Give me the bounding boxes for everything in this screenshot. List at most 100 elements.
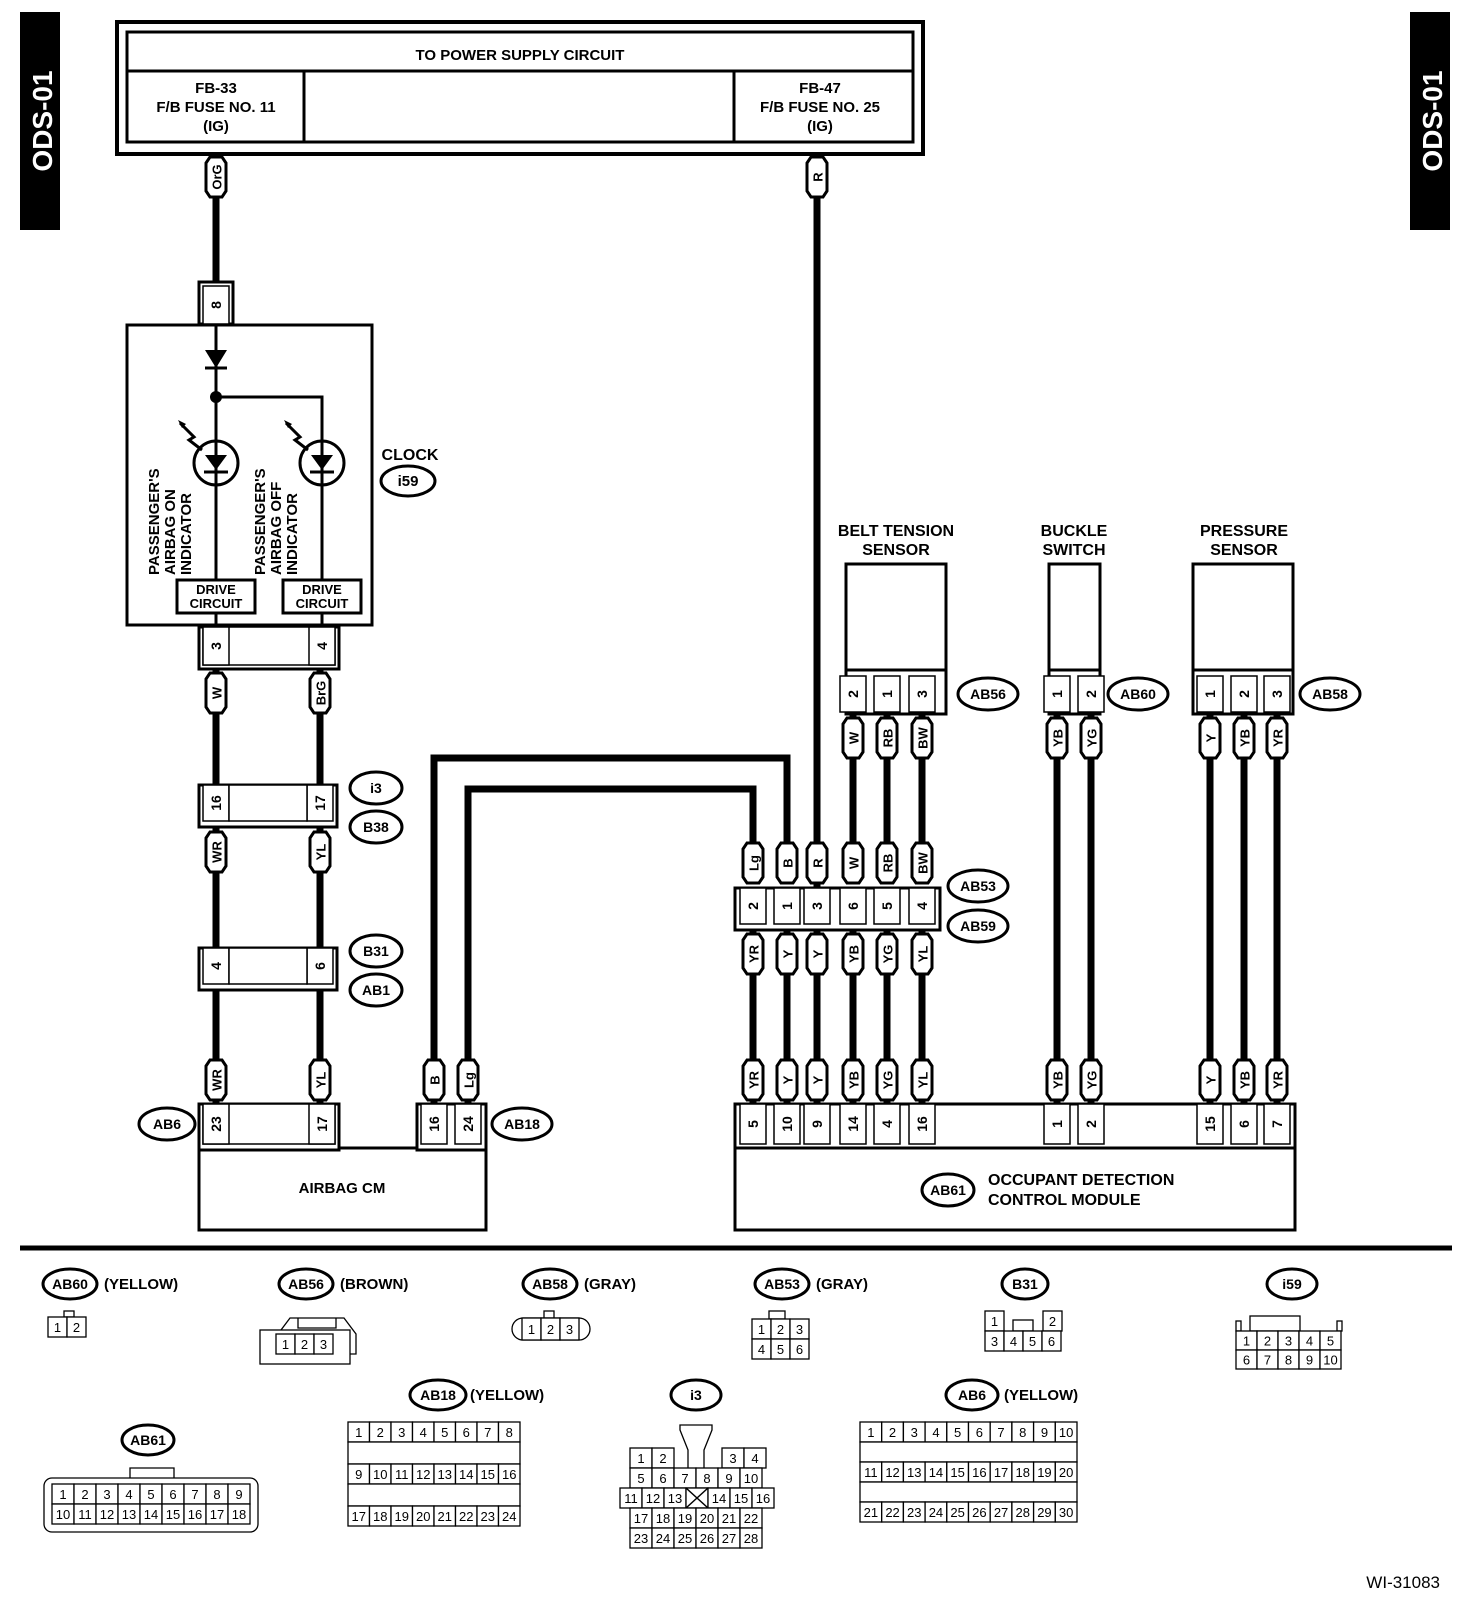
wire-color-label: OrG bbox=[204, 155, 228, 199]
wire-color-text: Y bbox=[1204, 1075, 1219, 1084]
wire-color-label: YR bbox=[1265, 1058, 1289, 1102]
cavity-number: 26 bbox=[972, 1505, 986, 1520]
wire-color-label: YR bbox=[741, 1058, 765, 1102]
cavity-number: 5 bbox=[637, 1471, 644, 1486]
indicator-off-label: AIRBAG OFF bbox=[268, 482, 285, 575]
cavity-number: 1 bbox=[991, 1314, 998, 1329]
wire-color-label: YB bbox=[1045, 716, 1069, 760]
wire-color-text: YB bbox=[847, 945, 862, 963]
cavity-number: 5 bbox=[1029, 1334, 1036, 1349]
cavity-number: 15 bbox=[950, 1465, 964, 1480]
cavity-number: 1 bbox=[59, 1487, 66, 1502]
cavity-number: 18 bbox=[232, 1507, 246, 1522]
pin-label: 1 bbox=[1049, 690, 1065, 698]
sensor-name: SENSOR bbox=[862, 542, 930, 559]
wire-color-label: R bbox=[805, 841, 829, 885]
cavity-number: 4 bbox=[125, 1487, 132, 1502]
cavity-number: 1 bbox=[758, 1322, 765, 1337]
connector-tag-label: i3 bbox=[370, 780, 382, 796]
wire-color-text: WR bbox=[210, 1069, 225, 1091]
connector-cavity bbox=[1041, 1330, 1062, 1352]
wire-color-label: Y bbox=[1198, 716, 1222, 760]
wire-color-text: Lg bbox=[747, 855, 762, 871]
connector-cavity bbox=[789, 1338, 810, 1360]
connector-view-tag bbox=[1000, 1267, 1050, 1301]
pin-label: 24 bbox=[460, 1116, 476, 1132]
pin-label: 8 bbox=[208, 301, 224, 309]
pin-label: 6 bbox=[312, 962, 328, 970]
connector-view-id: i3 bbox=[690, 1387, 702, 1403]
wire-color-label: BW bbox=[910, 716, 934, 760]
cavity-number: 3 bbox=[398, 1425, 405, 1440]
connector-cavity bbox=[559, 1317, 580, 1341]
wire-color-label: WR bbox=[204, 1058, 228, 1102]
connector-pin bbox=[306, 947, 334, 985]
cavity-number: 8 bbox=[506, 1425, 513, 1440]
cavity-number: 1 bbox=[637, 1451, 644, 1466]
connector-pin bbox=[839, 887, 867, 925]
cavity-number: 2 bbox=[301, 1337, 308, 1352]
airbag-cm-label: AIRBAG CM bbox=[299, 1180, 386, 1197]
connector-pin bbox=[739, 1103, 767, 1145]
cavity-number: 4 bbox=[1306, 1334, 1313, 1349]
connector-pin bbox=[202, 947, 230, 985]
cavity-number: 23 bbox=[634, 1531, 648, 1546]
cavity-number: 1 bbox=[282, 1337, 289, 1352]
wire-color-label: RB bbox=[875, 841, 899, 885]
wire-color-label: W bbox=[204, 671, 228, 715]
pin-label: 2 bbox=[1083, 690, 1099, 698]
wire-color-text: RB bbox=[881, 854, 896, 873]
odcm-label: CONTROL MODULE bbox=[988, 1192, 1141, 1209]
connector-tag bbox=[946, 908, 1010, 944]
cavity-number: 7 bbox=[681, 1471, 688, 1486]
wire-color-label: Lg bbox=[741, 841, 765, 885]
drive-circuit-label: DRIVE bbox=[302, 582, 342, 597]
cavity-number: 22 bbox=[885, 1505, 899, 1520]
connector-tag bbox=[956, 676, 1020, 712]
pin-label: 4 bbox=[314, 642, 330, 650]
pin-label: 2 bbox=[1083, 1120, 1099, 1128]
cavity-number: 11 bbox=[624, 1491, 638, 1506]
wire-color-label: YB bbox=[841, 1058, 865, 1102]
cavity-number: 2 bbox=[377, 1425, 384, 1440]
pin-label: 4 bbox=[208, 962, 224, 970]
pin-label: 5 bbox=[745, 1120, 761, 1128]
connector-view-id: AB56 bbox=[288, 1276, 324, 1292]
connector-pin bbox=[908, 1103, 936, 1145]
wire-color-text: YB bbox=[847, 1071, 862, 1089]
pin-label: 1 bbox=[1202, 690, 1218, 698]
cavity-number: 5 bbox=[1327, 1334, 1334, 1349]
cavity-number: 20 bbox=[700, 1511, 714, 1526]
cavity-number: 4 bbox=[932, 1425, 939, 1440]
wire-color-text: YL bbox=[916, 946, 931, 963]
wire-color-label: B bbox=[775, 841, 799, 885]
connector-pin bbox=[1077, 675, 1105, 713]
wire-color-text: YG bbox=[1085, 1071, 1100, 1090]
connector-pin bbox=[739, 887, 767, 925]
connector-view-tag bbox=[669, 1378, 723, 1412]
connector-view-tag bbox=[521, 1267, 579, 1301]
cavity-number: 10 bbox=[744, 1471, 758, 1486]
connector-pin bbox=[1043, 675, 1071, 713]
wire-color-label: YG bbox=[875, 932, 899, 976]
cavity-number: 21 bbox=[864, 1505, 878, 1520]
pin-label: 6 bbox=[1236, 1120, 1252, 1128]
cavity-number: 9 bbox=[1306, 1353, 1313, 1368]
drive-circuit-label: CIRCUIT bbox=[296, 596, 349, 611]
cavity-number: 29 bbox=[1037, 1505, 1051, 1520]
cavity-number: 21 bbox=[438, 1509, 452, 1524]
figure-id: WI-31083 bbox=[1366, 1573, 1440, 1592]
connector-pin bbox=[908, 675, 936, 713]
cavity-number: 2 bbox=[777, 1322, 784, 1337]
connector-tag-label: B38 bbox=[363, 819, 389, 835]
connector-tag bbox=[348, 972, 404, 1008]
connector-view-id: AB61 bbox=[130, 1432, 166, 1448]
wire-color-text: Lg bbox=[462, 1072, 477, 1088]
cavity-number: 6 bbox=[463, 1425, 470, 1440]
connector-cavity bbox=[313, 1333, 334, 1355]
wire-color-text: Y bbox=[811, 1075, 826, 1084]
connector-view-tag bbox=[120, 1423, 176, 1457]
